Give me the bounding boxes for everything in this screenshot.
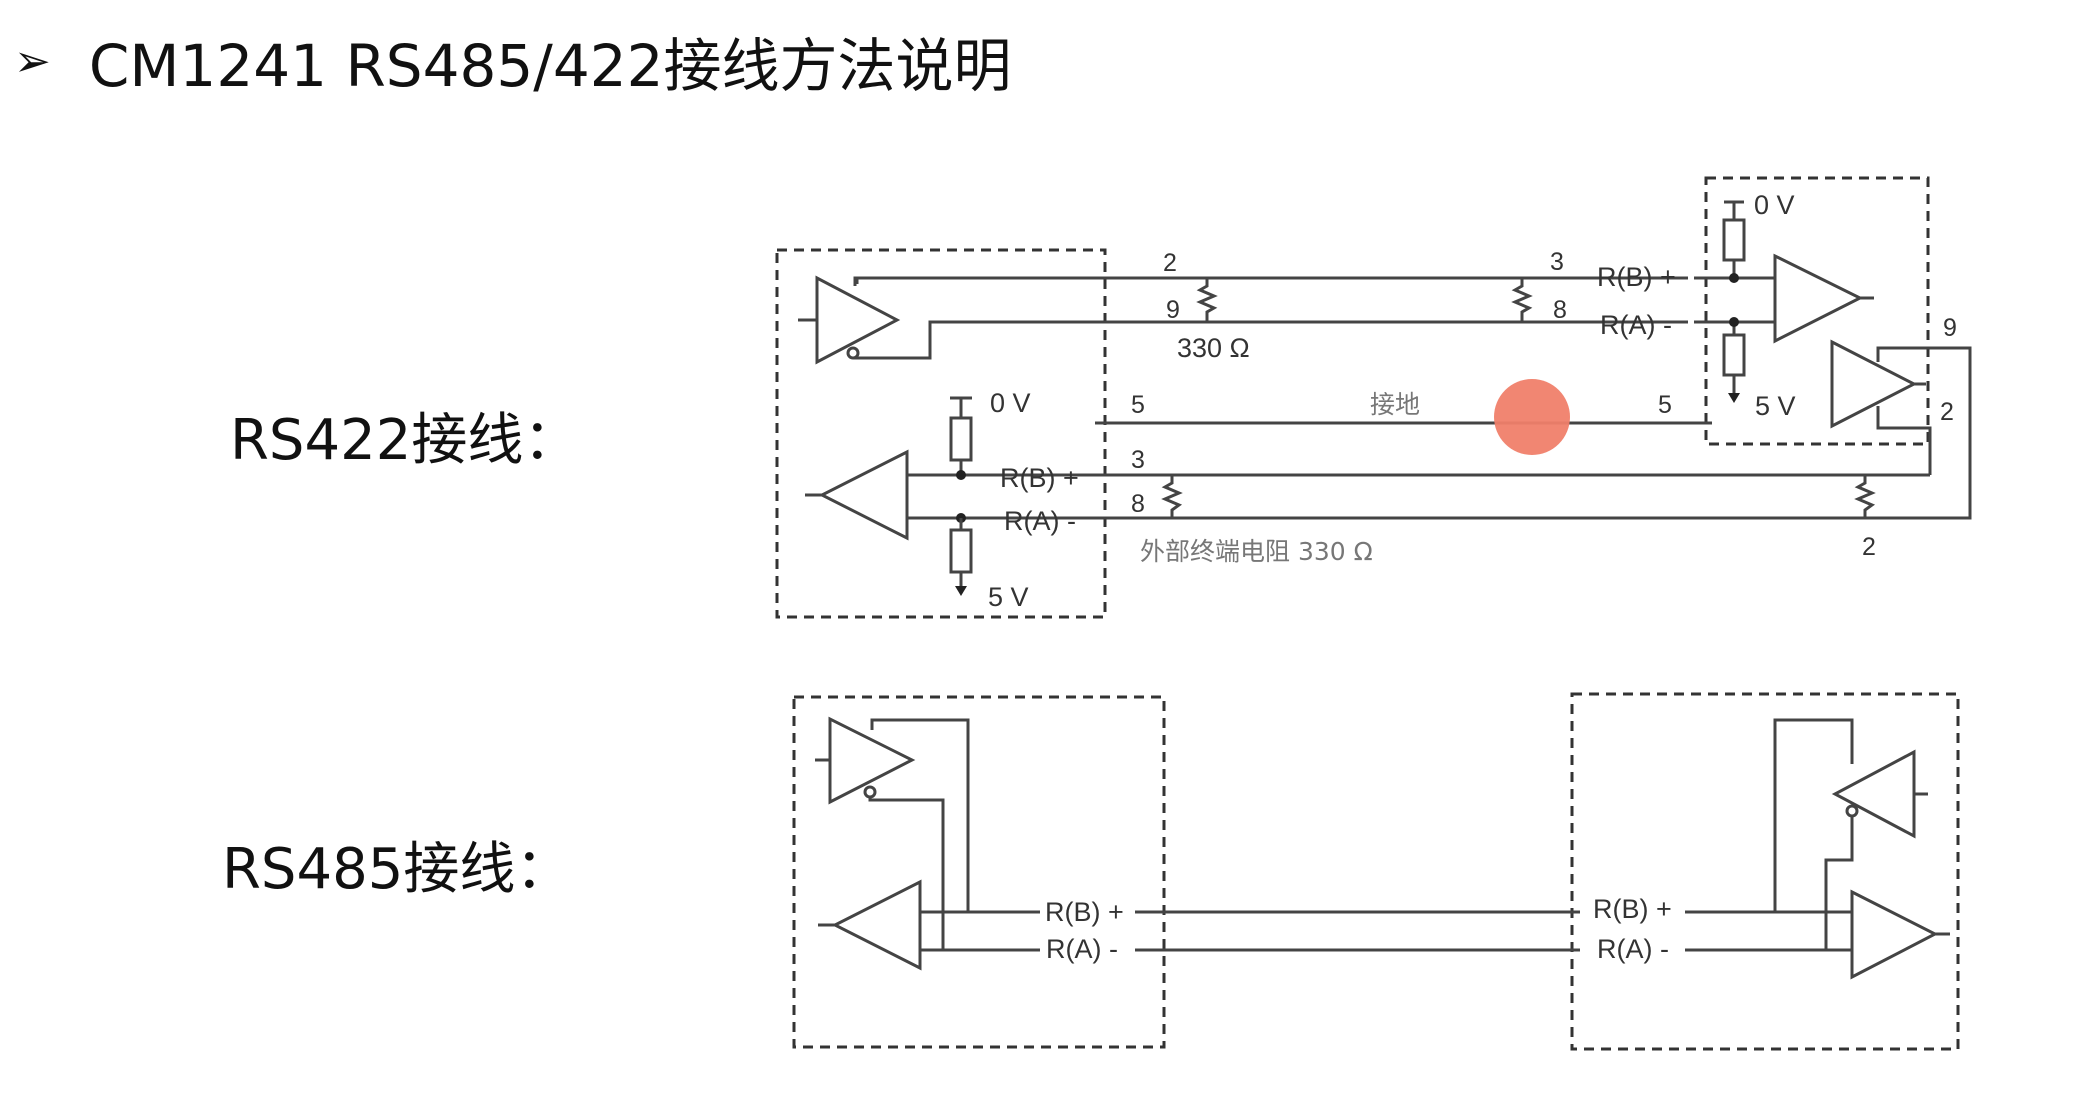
rs422-left-0v: 0 V bbox=[990, 388, 1031, 418]
rs422-left-device-box bbox=[775, 248, 1107, 619]
rs422-right-transmitter bbox=[1830, 339, 1972, 520]
rs422-left-transmitter bbox=[798, 275, 1660, 365]
rs422-right-ra-minus: R(A) - bbox=[1600, 310, 1672, 340]
rs422-left-receiver bbox=[805, 396, 1000, 596]
rs422-pin-8-top: 8 bbox=[1553, 296, 1567, 324]
rs422-ground-label: 接地 bbox=[1370, 390, 1420, 419]
rs422-external-resistor-label: 外部终端电阻 330 Ω bbox=[1140, 537, 1373, 566]
rs485-right-ra-minus: R(A) - bbox=[1597, 934, 1669, 964]
rs422-pin-8-left: 8 bbox=[1131, 490, 1145, 518]
rs485-section-label: RS485接线： bbox=[222, 837, 572, 902]
rs485-right-transmitter bbox=[1773, 718, 1928, 950]
rs422-right-pin-9: 9 bbox=[1943, 314, 1957, 342]
rs485-left-receiver bbox=[818, 879, 1040, 971]
rs422-right-pin-2: 2 bbox=[1940, 398, 1954, 426]
rs485-left-ra-minus: R(A) - bbox=[1046, 934, 1118, 964]
rs422-pin-2-bottom: 2 bbox=[1862, 533, 1876, 561]
rs422-left-5v: 5 V bbox=[988, 582, 1029, 612]
rs422-pin-5-left: 5 bbox=[1131, 391, 1145, 419]
rs422-pin-3-left: 3 bbox=[1131, 446, 1145, 474]
rs422-right-0v: 0 V bbox=[1754, 190, 1795, 220]
rs485-right-receiver bbox=[1685, 889, 1950, 980]
rs485-diagram: R(B) + R(A) - R(B) + R(A) - bbox=[792, 692, 1960, 1051]
rs422-resistor-330-label: 330 Ω bbox=[1177, 333, 1250, 363]
rs422-section-label: RS422接线： bbox=[230, 408, 580, 473]
rs422-right-device-box bbox=[1704, 176, 1930, 446]
rs485-left-device-box bbox=[792, 695, 1166, 1049]
rs422-diagram: 2 9 3 8 330 Ω R(B) + R(A) - 0 V 5 V 9 2 … bbox=[775, 176, 1972, 619]
cursor-highlight bbox=[1494, 379, 1570, 455]
rs485-right-device-box bbox=[1570, 692, 1960, 1051]
title-row: ➢ CM1241 RS485/422接线方法说明 bbox=[14, 26, 1012, 100]
rs485-left-rb-plus: R(B) + bbox=[1045, 897, 1124, 927]
rs422-left-ra-minus: R(A) - bbox=[1004, 506, 1076, 536]
rs485-right-rb-plus: R(B) + bbox=[1593, 894, 1672, 924]
rs422-pin-5-right: 5 bbox=[1658, 391, 1672, 419]
rs422-pin-3-top: 3 bbox=[1550, 248, 1564, 276]
page-title: CM1241 RS485/422接线方法说明 bbox=[88, 32, 1012, 100]
rs485-left-transmitter bbox=[815, 716, 970, 950]
rs422-right-rb-plus: R(B) + bbox=[1597, 262, 1676, 292]
bullet-arrow-icon: ➢ bbox=[14, 35, 51, 87]
rs422-left-rb-plus: R(B) + bbox=[1000, 463, 1079, 493]
rs422-right-5v: 5 V bbox=[1755, 391, 1796, 421]
rs422-external-termination-resistors bbox=[1161, 475, 1876, 518]
rs422-top-termination-resistors bbox=[1196, 278, 1533, 322]
rs422-pin-2-top: 2 bbox=[1163, 249, 1177, 277]
rs422-pin-9-top: 9 bbox=[1166, 296, 1180, 324]
rs422-right-receiver bbox=[1660, 200, 1874, 403]
